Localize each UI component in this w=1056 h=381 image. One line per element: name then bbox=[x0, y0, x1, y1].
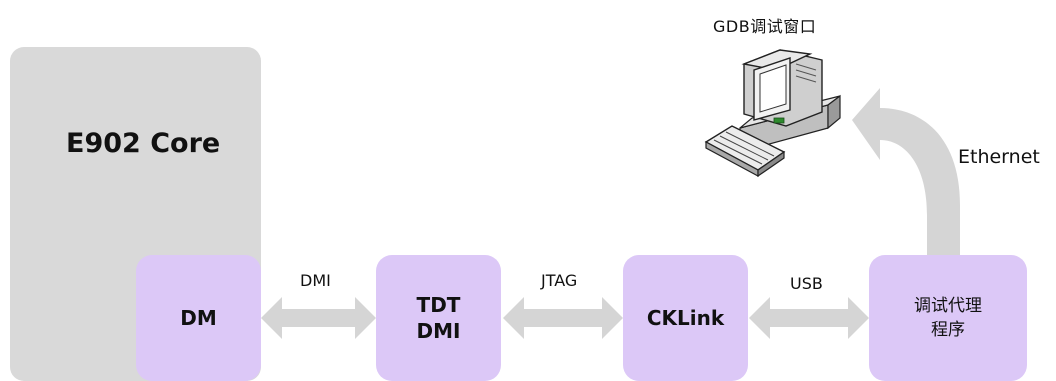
usb-double-arrow bbox=[749, 297, 869, 339]
desktop-computer-icon bbox=[704, 49, 841, 178]
e902-core-label: E902 Core bbox=[66, 128, 221, 159]
ethernet-arrow bbox=[852, 88, 960, 255]
usb-link-label: USB bbox=[790, 274, 823, 293]
dmi-double-arrow bbox=[261, 297, 376, 339]
tdt-dmi-node-label: TDT DMI bbox=[416, 293, 461, 343]
dm-node: DM bbox=[136, 255, 261, 381]
gdb-window-label: GDB调试窗口 bbox=[713, 17, 817, 36]
jtag-double-arrow bbox=[503, 297, 623, 339]
cklink-node: CKLink bbox=[623, 255, 748, 381]
cklink-node-label: CKLink bbox=[646, 306, 725, 330]
tdt-dmi-node: TDT DMI bbox=[376, 255, 501, 381]
debug-agent-node: 调试代理 程序 bbox=[869, 255, 1027, 381]
debug-agent-node-label: 调试代理 程序 bbox=[914, 296, 982, 340]
dmi-link-label: DMI bbox=[300, 271, 331, 290]
jtag-link-label: JTAG bbox=[541, 271, 578, 290]
ethernet-link-label: Ethernet bbox=[958, 146, 1040, 168]
dm-node-label: DM bbox=[180, 306, 217, 330]
